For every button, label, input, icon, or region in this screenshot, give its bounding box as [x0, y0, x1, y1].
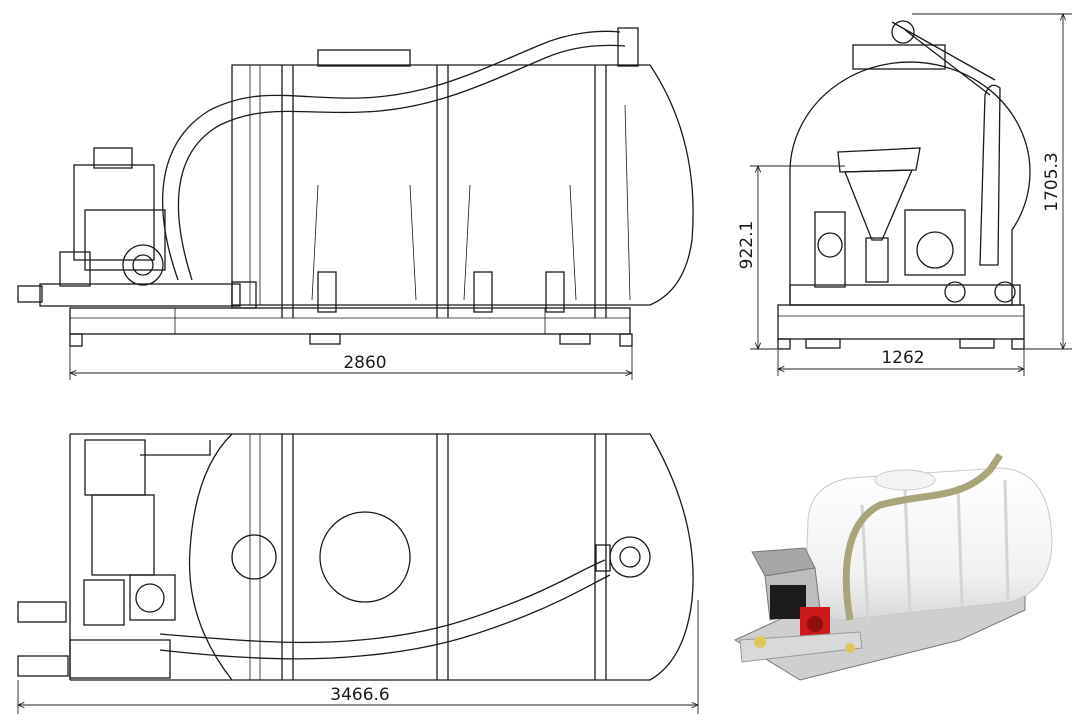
dim-label-1262: 1262: [881, 348, 924, 368]
dimension-side-length: 2860: [70, 346, 632, 380]
dimension-end-height-total: 1705.3: [912, 14, 1072, 349]
dim-label-922-1: 922.1: [737, 221, 757, 270]
plan-view: [17, 433, 694, 681]
end-view: [777, 20, 1031, 350]
dim-label-1705-3: 1705.3: [1042, 152, 1062, 211]
dimension-end-width: 1262: [778, 348, 1024, 376]
dim-label-2860: 2860: [343, 353, 386, 373]
dimension-end-height-tank: 922.1: [737, 166, 845, 349]
isometric-render: [733, 453, 1053, 681]
dim-label-3466-6: 3466.6: [330, 685, 389, 705]
side-view: [17, 27, 694, 347]
dimension-plan-length: 3466.6: [18, 600, 698, 714]
